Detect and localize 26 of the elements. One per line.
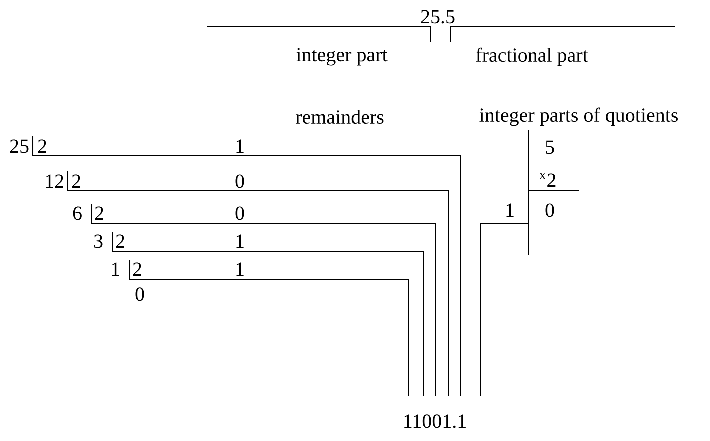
result-number: 11001.1 [404,414,466,428]
column-heading: remainders [296,110,384,124]
dividend: 25 [10,140,29,154]
dividend: 6 [73,206,82,220]
fraction-digit: 5 [546,140,554,154]
column-heading: integer parts of quotients [480,108,678,126]
divisor: 2 [133,262,142,276]
number-label: 25.5 [421,10,455,24]
multiplier: $^{x}$2 [539,173,556,187]
divisor: 2 [72,174,80,188]
remainder-digit: 1 [236,234,244,248]
divisor: 2 [95,206,104,220]
divisor: 2 [38,140,46,153]
dividend: 12 [46,174,64,188]
dividend: 1 [112,262,120,276]
remainder-digit: 0 [236,206,244,220]
remainder-digit: 1 [236,140,244,153]
divisor: 2 [116,234,124,248]
integer-digit: 1 [506,204,514,217]
dividend: 3 [94,234,103,248]
fraction-digit: 0 [546,204,554,218]
part-label: integer part [296,48,388,66]
part-label: fractional part [476,48,588,66]
quotient-digit: 0 [136,288,144,302]
remainder-digit: 1 [236,262,244,276]
remainder-digit: 0 [236,174,244,188]
